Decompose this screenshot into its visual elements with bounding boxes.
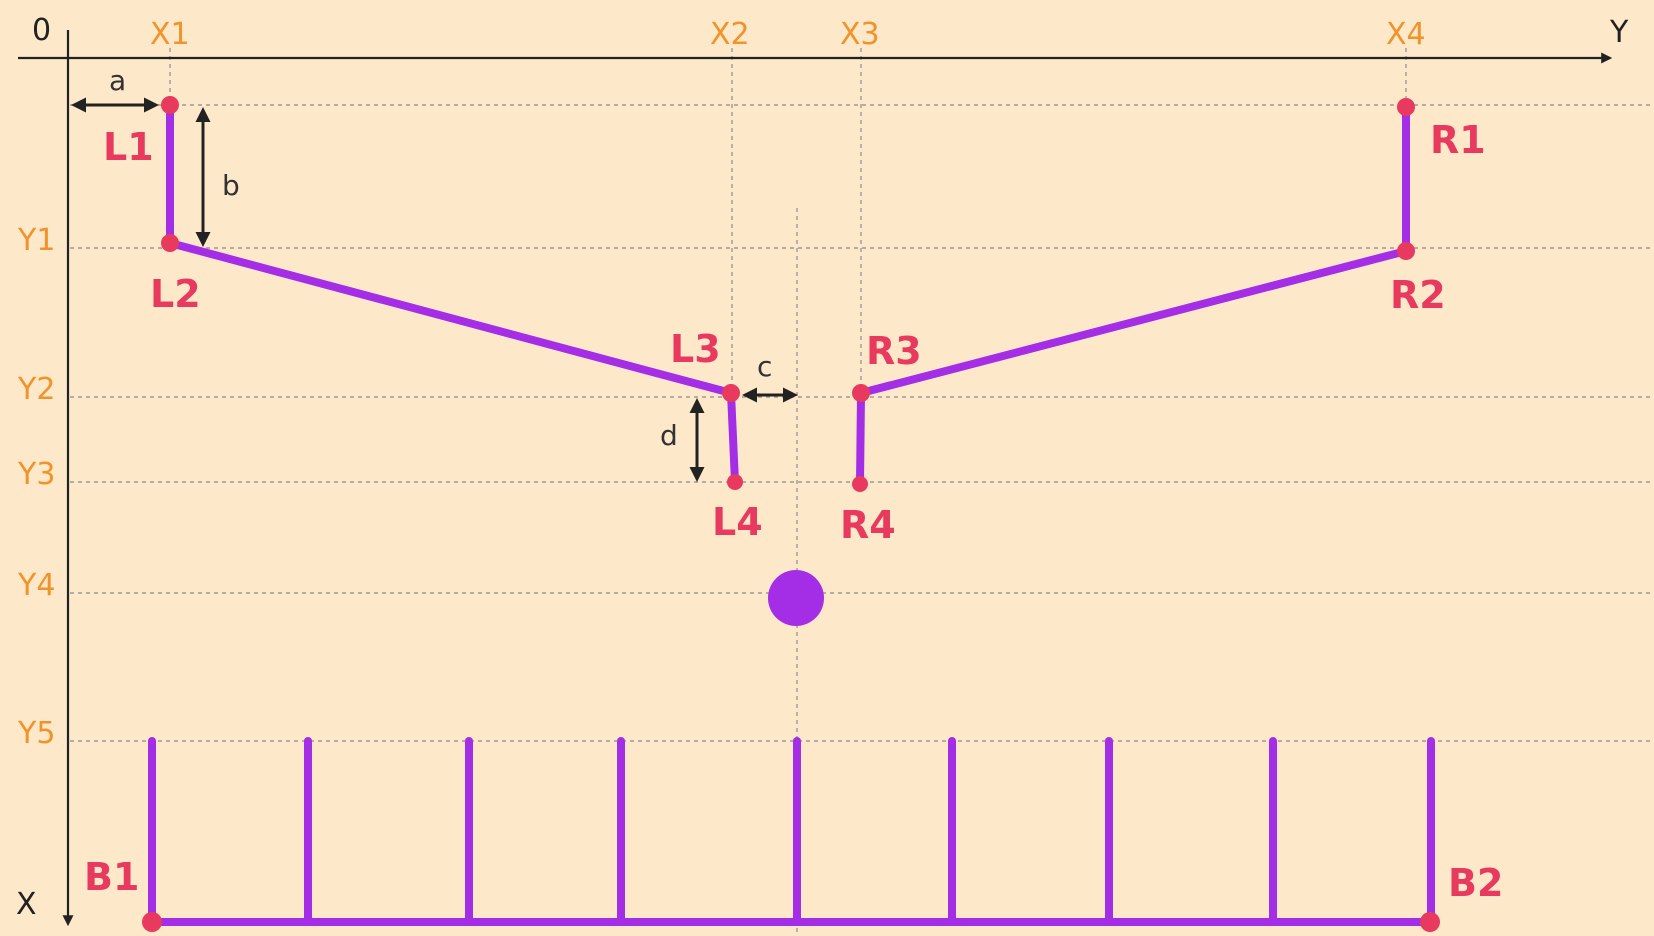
- point-l3: [722, 384, 740, 402]
- label-r1: R1: [1430, 118, 1486, 162]
- y-tick-y4: Y4: [17, 568, 55, 603]
- label-r3: R3: [866, 329, 922, 373]
- point-r3: [852, 384, 870, 402]
- point-r1: [1397, 98, 1415, 116]
- point-l4: [727, 474, 743, 490]
- axes: [18, 30, 1613, 927]
- dimension-d-label: d: [660, 419, 678, 452]
- x-tick-x4: X4: [1386, 17, 1426, 52]
- points: [142, 96, 1440, 932]
- point-r4: [852, 476, 868, 492]
- y-tick-y2: Y2: [17, 372, 55, 407]
- dimension-markers: [71, 97, 798, 482]
- y-tick-y5: Y5: [17, 716, 55, 751]
- point-l2: [161, 234, 179, 252]
- point-b1: [142, 912, 162, 932]
- label-l3: L3: [670, 327, 721, 371]
- vertical-grid-lines: [169, 48, 1407, 936]
- horizontal-axis-label: Y: [1609, 15, 1629, 50]
- origin-label: 0: [32, 13, 51, 48]
- x-tick-x3: X3: [840, 17, 880, 52]
- ball: [768, 570, 824, 626]
- point-b2: [1420, 912, 1440, 932]
- y-tick-y1: Y1: [17, 223, 55, 258]
- label-l4: L4: [712, 500, 763, 544]
- dimension-c-label: c: [757, 350, 772, 383]
- rails: [148, 101, 1434, 926]
- right-rail: [856, 103, 1410, 488]
- label-l1: L1: [103, 125, 154, 169]
- label-r4: R4: [840, 503, 896, 547]
- vertical-axis-label: X: [16, 887, 37, 922]
- label-r2: R2: [1390, 273, 1446, 317]
- label-l2: L2: [150, 272, 201, 316]
- x-tick-x1: X1: [150, 17, 190, 52]
- label-b1: B1: [84, 855, 139, 899]
- bottom-bars: [148, 737, 1435, 926]
- dimension-a-label: a: [109, 64, 126, 97]
- dimension-b-label: b: [222, 169, 240, 202]
- point-r2: [1397, 242, 1415, 260]
- x-tick-x2: X2: [710, 17, 750, 52]
- label-b2: B2: [1448, 861, 1503, 905]
- left-rail: [166, 101, 739, 486]
- y-tick-y3: Y3: [17, 457, 55, 492]
- point-l1: [161, 96, 179, 114]
